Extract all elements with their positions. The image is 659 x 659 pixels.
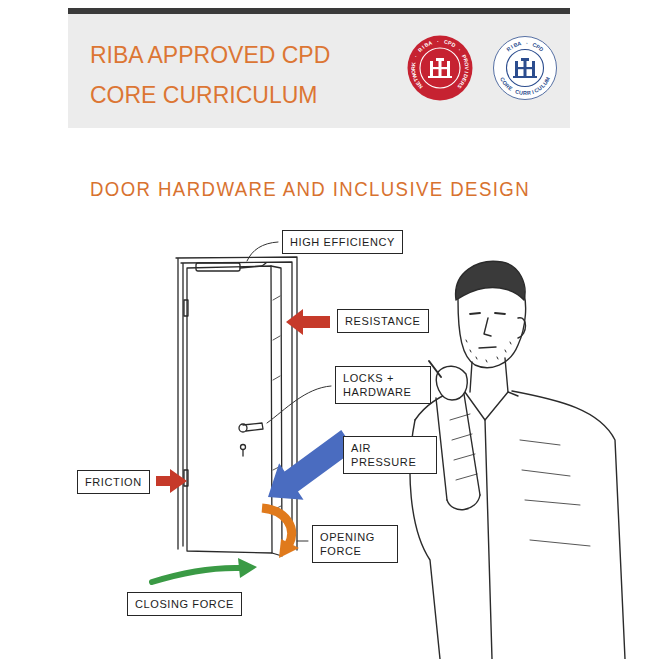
sketch-stroke xyxy=(247,242,278,261)
sketch-stroke xyxy=(462,388,518,420)
opening-force-head xyxy=(279,539,299,558)
sketch-stroke xyxy=(176,257,297,550)
emblem-part xyxy=(524,61,527,76)
logo-letter: · xyxy=(433,36,444,47)
sketch-stroke xyxy=(447,495,480,510)
callout-label: AIR PRESSURE xyxy=(351,441,429,469)
logo-badge: NETWORK · RIBA · CPD · PROVIDERS xyxy=(407,35,473,101)
sketch-stroke xyxy=(243,423,263,431)
diagram-title: DOOR HARDWARE AND INCLUSIVE DESIGN xyxy=(90,178,530,201)
logo-ring xyxy=(507,50,544,87)
logo-ring xyxy=(420,48,460,88)
callout-label: FRICTION xyxy=(85,475,142,489)
resistance-arrow xyxy=(286,309,330,335)
logo-badge: RIBA · CPDCORE CURRICULUM xyxy=(493,36,557,100)
logo-emblem xyxy=(428,58,452,78)
callout-box: FRICTION xyxy=(77,470,150,494)
logo-disc xyxy=(494,37,557,100)
sketch-stroke xyxy=(470,313,505,314)
callout-box: AIR PRESSURE xyxy=(343,436,437,474)
emblem-part xyxy=(436,58,444,61)
logo-letter: K xyxy=(408,58,419,69)
header-band: RIBA APPROVED CPD CORE CURRICULUM NETWORK… xyxy=(68,14,570,128)
sketch-stroke xyxy=(241,445,246,450)
callout-label: RESISTANCE xyxy=(345,314,421,328)
logo-letter: A xyxy=(513,38,525,50)
sketch-stroke xyxy=(187,266,272,553)
friction-arrow xyxy=(156,469,187,493)
sketch-stroke xyxy=(184,470,188,486)
logo-ring-text: CORE CURRICULUM xyxy=(493,36,557,100)
callout-box: OPENING FORCE xyxy=(312,525,398,563)
sketch-stroke xyxy=(484,318,491,336)
logo-ring-text: NETWORK · RIBA · CPD · PROVIDERS xyxy=(407,35,473,101)
emblem-part xyxy=(513,76,537,78)
callout-box: HIGH EFFICIENCY xyxy=(282,230,403,254)
closing-force-arrow xyxy=(152,568,240,582)
callout-box: RESISTANCE xyxy=(337,309,429,333)
sketch-stroke xyxy=(479,347,496,348)
emblem-part xyxy=(521,58,529,61)
sketch-stroke xyxy=(297,541,308,542)
sketch-stroke xyxy=(267,386,331,423)
callout-box: CLOSING FORCE xyxy=(127,592,242,616)
callout-label: HIGH EFFICIENCY xyxy=(290,235,395,249)
logo-disc xyxy=(408,36,473,101)
sketch-stroke xyxy=(184,300,188,316)
callout-label: OPENING FORCE xyxy=(320,530,390,558)
logo-letter: A xyxy=(424,36,437,49)
sketch-stroke xyxy=(196,263,240,271)
sketch-stroke xyxy=(512,391,625,659)
sketch-stroke xyxy=(466,340,511,362)
logo-outline xyxy=(407,35,473,101)
emblem-part xyxy=(428,76,452,78)
logo-letter: · xyxy=(522,38,533,49)
sketch-stroke xyxy=(240,263,266,268)
sketch-stroke xyxy=(485,420,492,659)
callout-label: LOCKS + HARDWARE xyxy=(343,371,423,399)
sketch-stroke xyxy=(242,450,243,456)
logo-emblem xyxy=(513,58,537,78)
door-sketch xyxy=(176,257,297,556)
sketch-stroke xyxy=(470,358,508,392)
sketch-stroke xyxy=(518,318,526,338)
presenter-sketch xyxy=(410,261,625,659)
sketch-stroke xyxy=(436,394,480,500)
sketch-stroke xyxy=(520,440,590,546)
opening-force-arrow xyxy=(262,508,292,544)
sketch-stroke xyxy=(456,261,525,300)
callout-label: CLOSING FORCE xyxy=(135,597,234,611)
callout-box: LOCKS + HARDWARE xyxy=(335,366,431,404)
sketch-stroke xyxy=(436,366,467,400)
air-pressure-arrow xyxy=(268,430,355,500)
closing-force-head xyxy=(238,558,257,578)
header-heading: RIBA APPROVED CPD CORE CURRICULUM xyxy=(90,35,365,115)
sketch-stroke xyxy=(450,414,477,480)
emblem-part xyxy=(439,61,442,76)
